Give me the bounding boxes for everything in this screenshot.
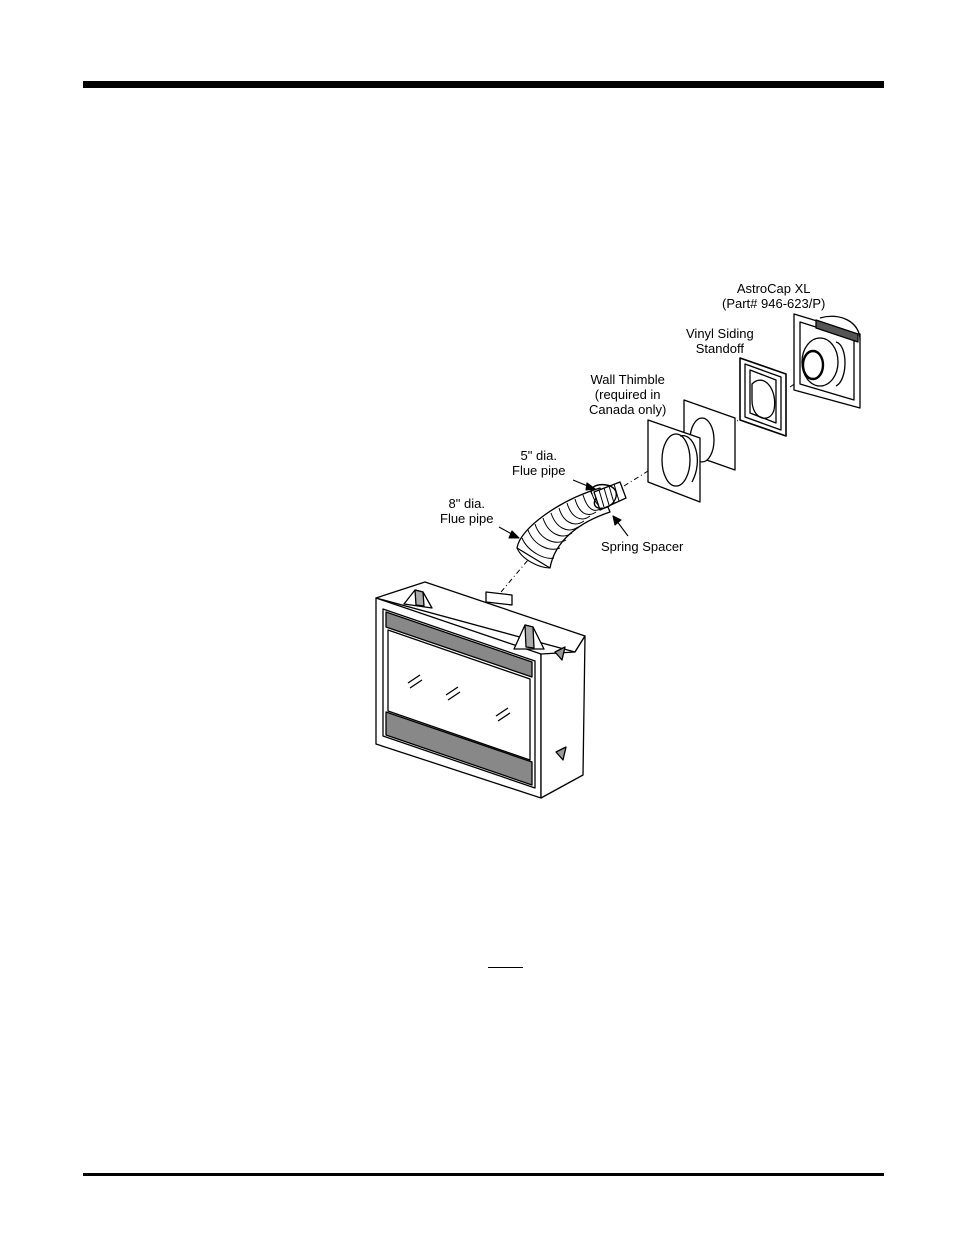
wall-thimble-label-line1: Wall Thimble [589, 372, 666, 387]
vinyl-siding-label-line2: Standoff [686, 341, 754, 356]
wall-thimble-label: Wall Thimble (required in Canada only) [589, 372, 666, 417]
vinyl-siding-label-line1: Vinyl Siding [686, 326, 754, 341]
spring-spacer-label: Spring Spacer [601, 539, 683, 554]
pipe-8in-label: 8" dia. Flue pipe [440, 496, 493, 526]
vinyl-siding-standoff [740, 358, 786, 436]
pipe-8in-label-line1: 8" dia. [440, 496, 493, 511]
short-rule [488, 967, 523, 968]
astrocap-xl [794, 314, 860, 408]
footer-rule [83, 1173, 884, 1176]
vinyl-siding-label: Vinyl Siding Standoff [686, 326, 754, 356]
pipe-5in-label-line1: 5" dia. [512, 448, 565, 463]
astrocap-label-line2: (Part# 946-623/P) [722, 296, 825, 311]
astrocap-label-line1: AstroCap XL [722, 281, 825, 296]
pipe-5in-label: 5" dia. Flue pipe [512, 448, 565, 478]
spring-spacer-label-line1: Spring Spacer [601, 539, 683, 554]
wall-thimble-label-line2: (required in [589, 387, 666, 402]
astrocap-label: AstroCap XL (Part# 946-623/P) [722, 281, 825, 311]
pipe-5in-label-line2: Flue pipe [512, 463, 565, 478]
wall-thimble-label-line3: Canada only) [589, 402, 666, 417]
fireplace-illustration [376, 582, 585, 798]
pipe-8in-label-line2: Flue pipe [440, 511, 493, 526]
